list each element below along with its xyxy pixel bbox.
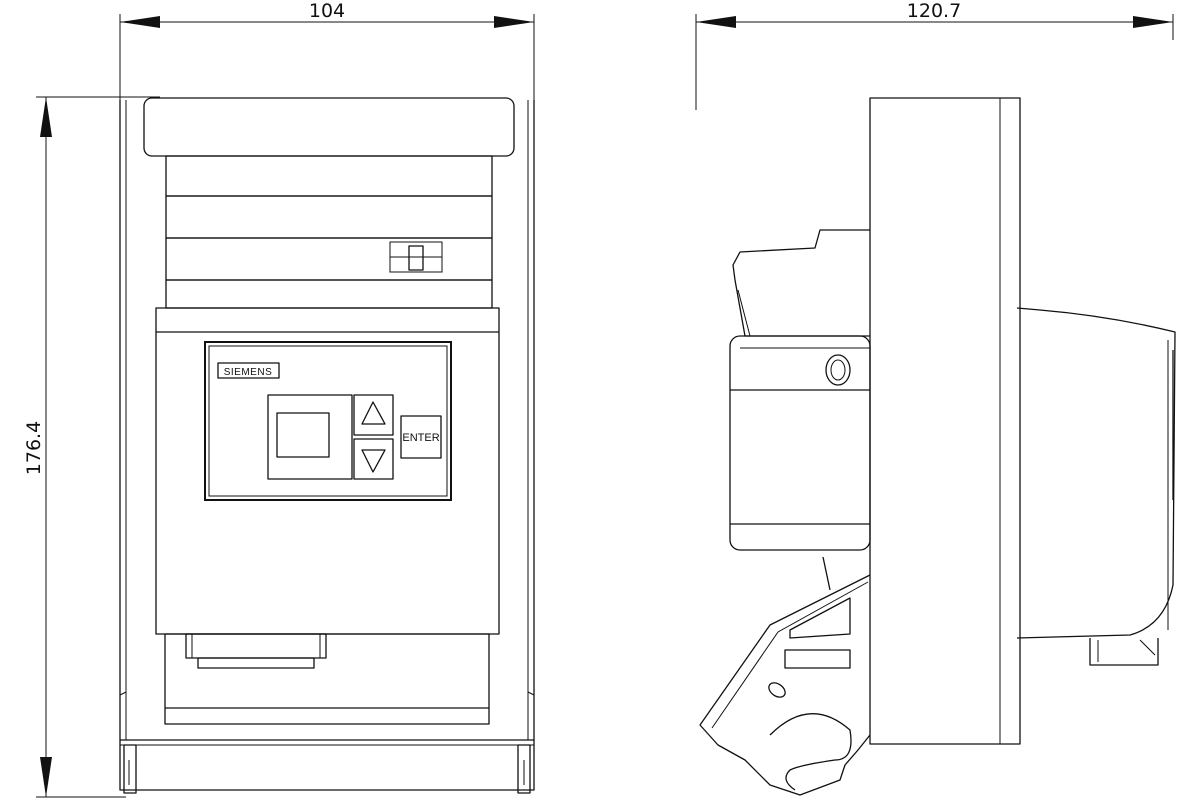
control-panel: SIEMENS ENTER bbox=[204, 341, 452, 501]
front-width-dimension: 104 bbox=[119, 0, 535, 110]
lower-housing bbox=[164, 633, 490, 725]
column-base bbox=[165, 279, 493, 309]
clamp-slot bbox=[789, 597, 851, 639]
column-middle bbox=[165, 195, 493, 239]
upper-bracket bbox=[732, 229, 870, 337]
triangle-down-icon bbox=[361, 449, 386, 473]
brand-label: SIEMENS bbox=[224, 367, 273, 378]
column-upper bbox=[165, 155, 493, 197]
dimension-arrow-up bbox=[40, 97, 52, 137]
dimension-arrow-left bbox=[696, 16, 736, 28]
down-button[interactable] bbox=[353, 438, 394, 480]
left-foot bbox=[123, 744, 137, 794]
clamp-hole-icon bbox=[768, 682, 786, 698]
rear-housing bbox=[1016, 307, 1176, 639]
side-width-dimension: 120.7 bbox=[695, 0, 1174, 110]
clamp-hook bbox=[769, 713, 852, 791]
column-lower bbox=[165, 237, 493, 281]
screw-icon bbox=[825, 354, 851, 386]
slider-switch-icon bbox=[389, 241, 443, 273]
display-screen[interactable] bbox=[276, 412, 330, 458]
brand-badge bbox=[217, 362, 280, 379]
up-button[interactable] bbox=[353, 394, 394, 436]
side-view bbox=[699, 97, 1176, 796]
dimension-arrow-down bbox=[40, 757, 52, 797]
enter-button[interactable]: ENTER bbox=[400, 415, 442, 459]
mounting-plate bbox=[869, 97, 1021, 745]
dimension-arrow-right bbox=[1133, 16, 1173, 28]
triangle-up-icon bbox=[361, 401, 386, 425]
side-width-label: 120.7 bbox=[907, 0, 961, 22]
dimension-arrow-right bbox=[494, 16, 534, 28]
clamp-slot bbox=[784, 649, 851, 669]
main-body bbox=[155, 307, 500, 635]
right-foot bbox=[517, 744, 531, 794]
top-cap bbox=[143, 97, 515, 157]
enter-label: ENTER bbox=[402, 432, 439, 444]
front-width-label: 104 bbox=[309, 0, 345, 22]
housing-outline bbox=[119, 100, 535, 791]
front-cylinder bbox=[729, 335, 871, 551]
display-frame bbox=[267, 394, 353, 480]
lower-clamp bbox=[699, 574, 871, 796]
height-label: 176.4 bbox=[23, 421, 45, 475]
rear-connector bbox=[1089, 638, 1159, 666]
front-view: SIEMENS ENTER bbox=[119, 97, 535, 794]
dimension-arrow-left bbox=[120, 16, 160, 28]
connector-block bbox=[185, 633, 327, 669]
height-dimension: 176.4 bbox=[23, 96, 160, 798]
